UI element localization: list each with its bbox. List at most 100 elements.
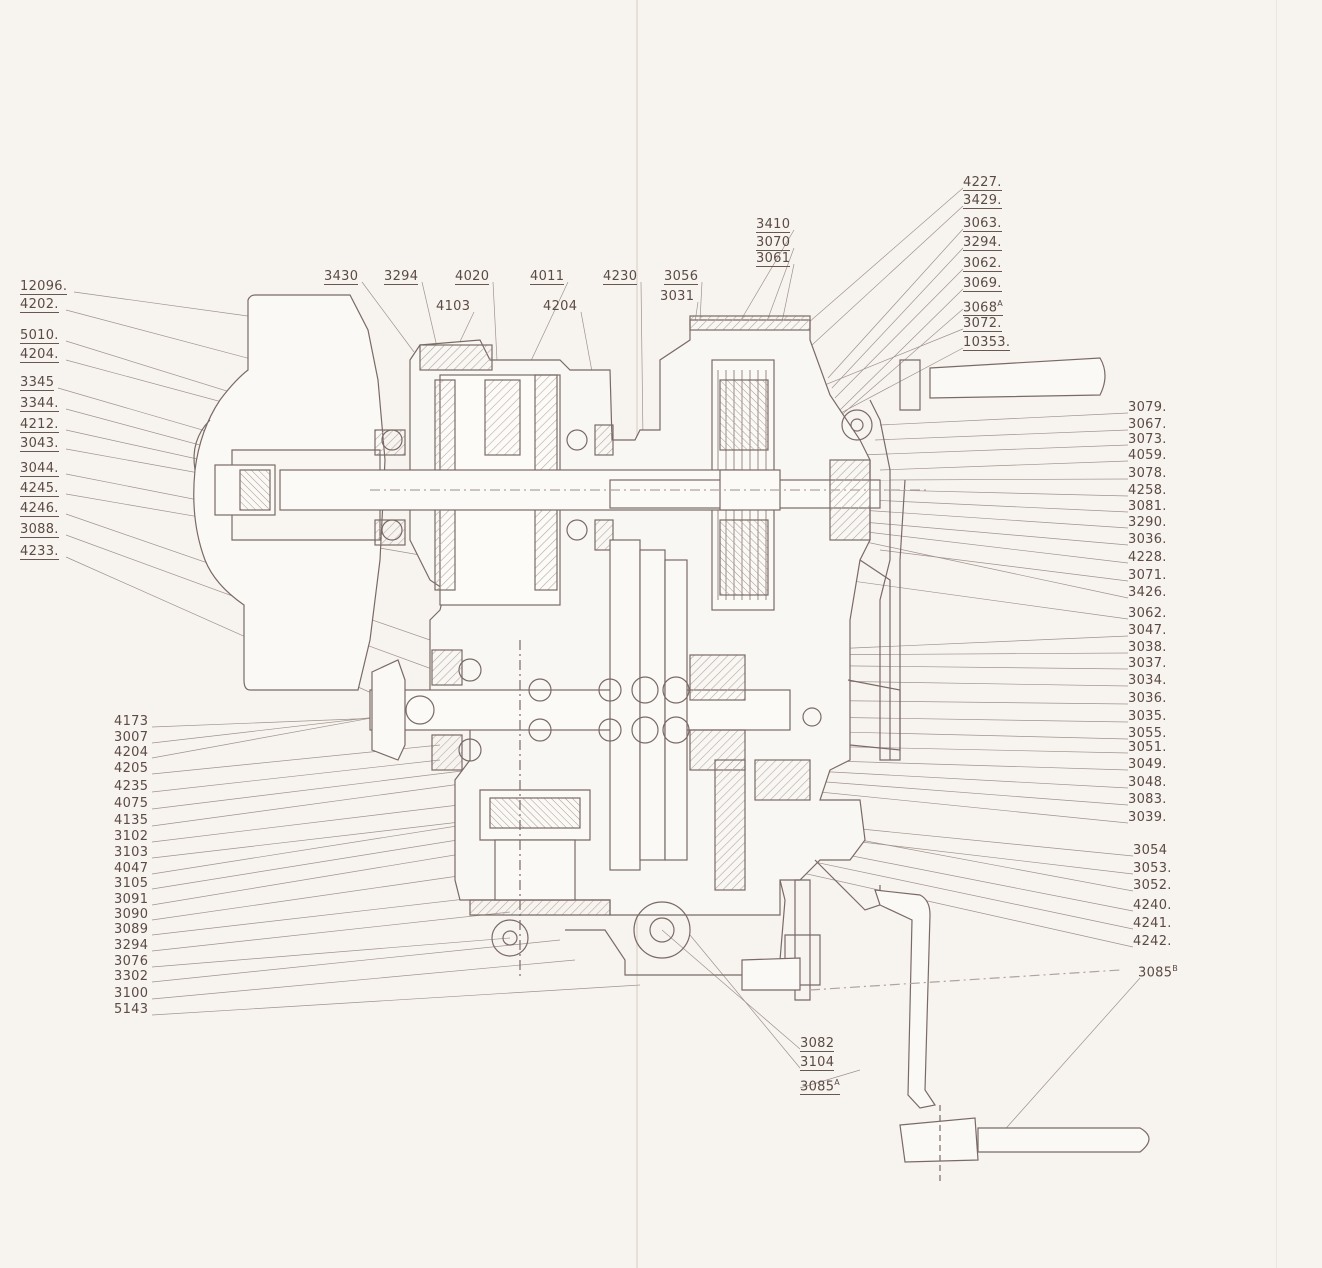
part-label: 3344. xyxy=(20,396,59,412)
leader-line xyxy=(361,281,415,353)
leader-line xyxy=(151,984,641,1016)
part-label: 3043. xyxy=(20,436,59,452)
leader-line xyxy=(812,716,1129,723)
part-label: 4241. xyxy=(1133,916,1172,931)
leader-line xyxy=(151,894,501,936)
part-label: 3090 xyxy=(114,907,149,922)
part-label: 4246. xyxy=(20,501,59,517)
leader-line xyxy=(799,187,964,331)
part-label: 3103 xyxy=(114,845,149,860)
part-label: 4228. xyxy=(1128,550,1167,565)
part-label: 3062. xyxy=(1128,606,1167,621)
leader-line xyxy=(839,519,1129,546)
part-label: 5143 xyxy=(114,1002,149,1017)
leader-line xyxy=(151,959,576,1000)
part-label: 3290. xyxy=(1128,515,1167,530)
part-label: 3070 xyxy=(756,235,791,251)
label-superscript: B xyxy=(1172,964,1179,973)
leader-line xyxy=(831,247,964,389)
part-label: 3055. xyxy=(1128,726,1167,741)
part-label: 4103 xyxy=(436,299,471,314)
part-label: 3430 xyxy=(324,269,359,285)
part-label: 3048. xyxy=(1128,775,1167,790)
part-label: 4245. xyxy=(20,481,59,497)
part-label: 3089 xyxy=(114,922,149,937)
part-label: 3044. xyxy=(20,461,59,477)
leader-line xyxy=(151,779,491,827)
part-label: 3049. xyxy=(1128,757,1167,772)
leader-line xyxy=(689,934,801,1069)
leader-line xyxy=(734,229,795,331)
part-label: 3083. xyxy=(1128,792,1167,807)
leader-line xyxy=(874,429,1129,441)
part-label: 4135 xyxy=(114,813,149,828)
part-label: 3069. xyxy=(963,276,1002,292)
part-label: 4020 xyxy=(455,269,490,285)
part-label: 4227. xyxy=(963,175,1002,191)
housing-outline xyxy=(193,294,1150,1185)
leader-line xyxy=(811,205,964,346)
part-label: 3294 xyxy=(384,269,419,285)
part-label: 3081. xyxy=(1128,499,1167,514)
part-label: 3426. xyxy=(1128,585,1167,600)
part-label: 3294 xyxy=(114,938,149,953)
part-label: 3302 xyxy=(114,969,149,984)
leader-line xyxy=(869,499,1129,513)
label-superscript: A xyxy=(997,299,1004,308)
leader-line xyxy=(879,478,1129,481)
part-label: 3345 xyxy=(20,375,55,391)
leader-line xyxy=(799,328,964,396)
part-label: 3105 xyxy=(114,876,149,891)
leader-line xyxy=(879,460,1129,471)
leader-line xyxy=(699,281,703,321)
leader-line xyxy=(151,937,511,968)
part-label: 3036. xyxy=(1128,532,1167,547)
leader-line xyxy=(151,819,496,875)
leader-line xyxy=(839,288,964,411)
part-label: 4240. xyxy=(1133,898,1172,913)
part-label: 3053. xyxy=(1133,861,1172,876)
part-label: 3063. xyxy=(963,216,1002,232)
label-superscript: A xyxy=(834,1078,841,1087)
part-label: 4075 xyxy=(114,796,149,811)
leader-line xyxy=(829,308,964,426)
part-label: 3054 xyxy=(1133,843,1168,858)
part-label: 4205 xyxy=(114,761,149,776)
leader-line xyxy=(799,1069,861,1089)
part-label: 3102 xyxy=(114,829,149,844)
leader-line xyxy=(999,977,1141,1136)
part-label: 3082 xyxy=(800,1036,835,1052)
part-label: 4011 xyxy=(530,269,565,285)
part-label: 3079. xyxy=(1128,400,1167,415)
part-label: 4059. xyxy=(1128,448,1167,463)
part-label: 3076 xyxy=(114,954,149,969)
part-label: 10353. xyxy=(963,335,1011,351)
part-label: 12096. xyxy=(20,279,68,295)
part-label: 5010. xyxy=(20,328,59,344)
leader-line xyxy=(781,263,795,323)
part-label: 4258. xyxy=(1128,483,1167,498)
part-label: 4230 xyxy=(603,269,638,285)
part-label: 3071. xyxy=(1128,568,1167,583)
leader-line xyxy=(640,281,644,441)
part-label: 3062. xyxy=(963,256,1002,272)
part-label: 3036. xyxy=(1128,691,1167,706)
page-edge xyxy=(1276,0,1277,1268)
part-label: 4202. xyxy=(20,297,59,313)
lever-part-label: 3085B xyxy=(1138,964,1179,981)
leader-line xyxy=(859,444,1129,456)
part-label: 3410 xyxy=(756,217,791,233)
part-label: 3047. xyxy=(1128,623,1167,638)
leader-line xyxy=(859,509,1129,529)
part-label: 4235 xyxy=(114,779,149,794)
leader-line xyxy=(879,549,1129,582)
part-label: 3429. xyxy=(963,193,1002,209)
leader-line xyxy=(799,759,1129,771)
part-label: 3073. xyxy=(1128,432,1167,447)
leader-line xyxy=(73,291,263,319)
part-label: 3091 xyxy=(114,892,149,907)
leader-line xyxy=(151,869,501,921)
part-label: 3052. xyxy=(1133,878,1172,893)
